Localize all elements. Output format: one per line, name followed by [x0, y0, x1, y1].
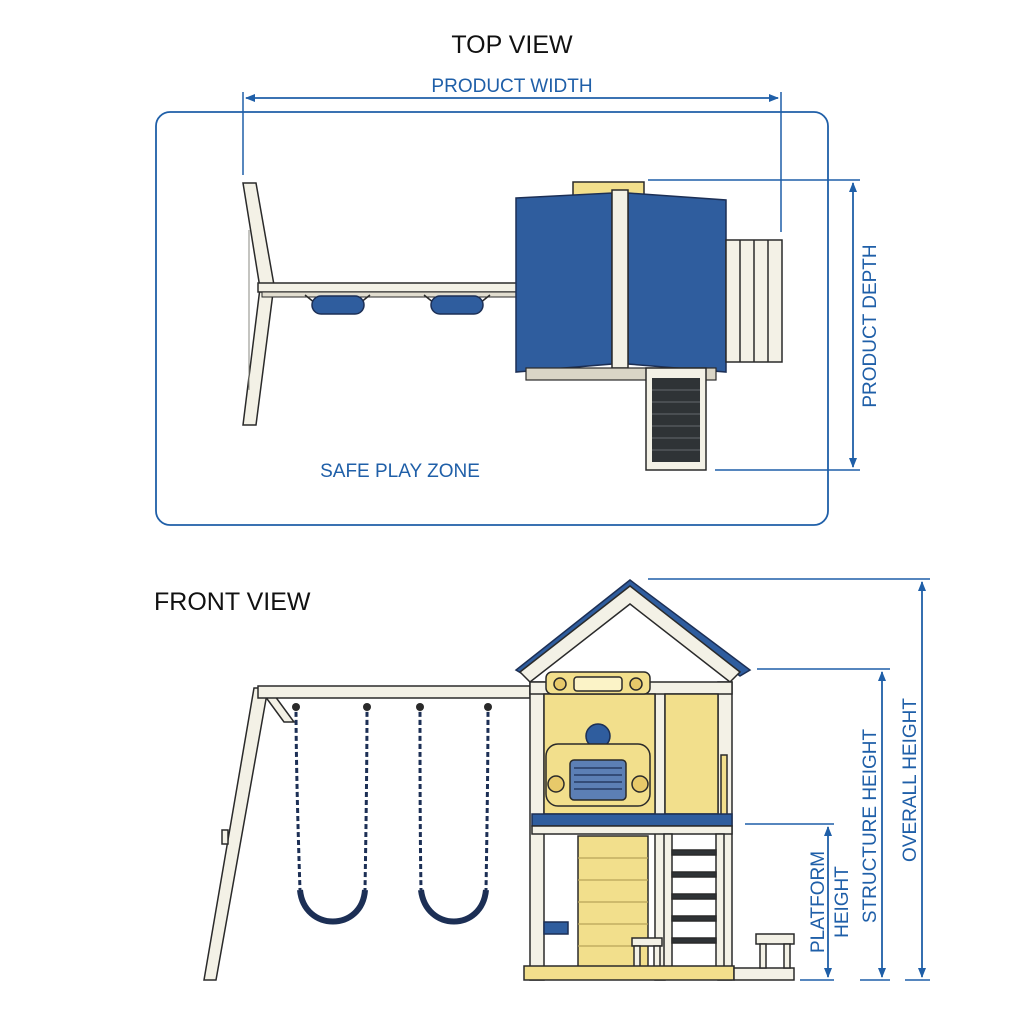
platform-height-label-line2: HEIGHT [832, 866, 853, 938]
swing-front-1 [292, 703, 371, 925]
structure-height-label: STRUCTURE HEIGHT [860, 729, 881, 924]
product-width-label: PRODUCT WIDTH [431, 76, 592, 97]
structure-height-dimension [757, 668, 890, 981]
playhouse-roof-top [515, 181, 727, 381]
product-width-dimension [242, 92, 782, 232]
ladder-top [645, 367, 707, 471]
front-view-title: FRONT VIEW [154, 588, 311, 616]
swing-seat-top-1 [304, 294, 371, 315]
platform-height-label-line1: PLATFORM [808, 851, 829, 953]
safe-play-zone-label: SAFE PLAY ZONE [320, 461, 480, 482]
swing-a-frame-top [242, 182, 275, 426]
platform-height-dimension [745, 823, 834, 981]
side-bench-top [725, 239, 783, 363]
swing-beam-top [257, 282, 519, 293]
product-depth-label: PRODUCT DEPTH [860, 244, 881, 407]
product-depth-dimension [648, 179, 860, 471]
top-view-title: TOP VIEW [451, 31, 573, 59]
overall-height-label: OVERALL HEIGHT [900, 698, 921, 862]
safe-play-zone-boundary [155, 111, 829, 526]
overall-height-dimension [648, 578, 930, 981]
playhouse-front [514, 579, 795, 981]
swing-front-2 [416, 703, 492, 925]
swing-beam-front [257, 685, 531, 699]
swing-seat-top-2 [423, 294, 491, 315]
swing-a-frame-front [203, 687, 296, 981]
